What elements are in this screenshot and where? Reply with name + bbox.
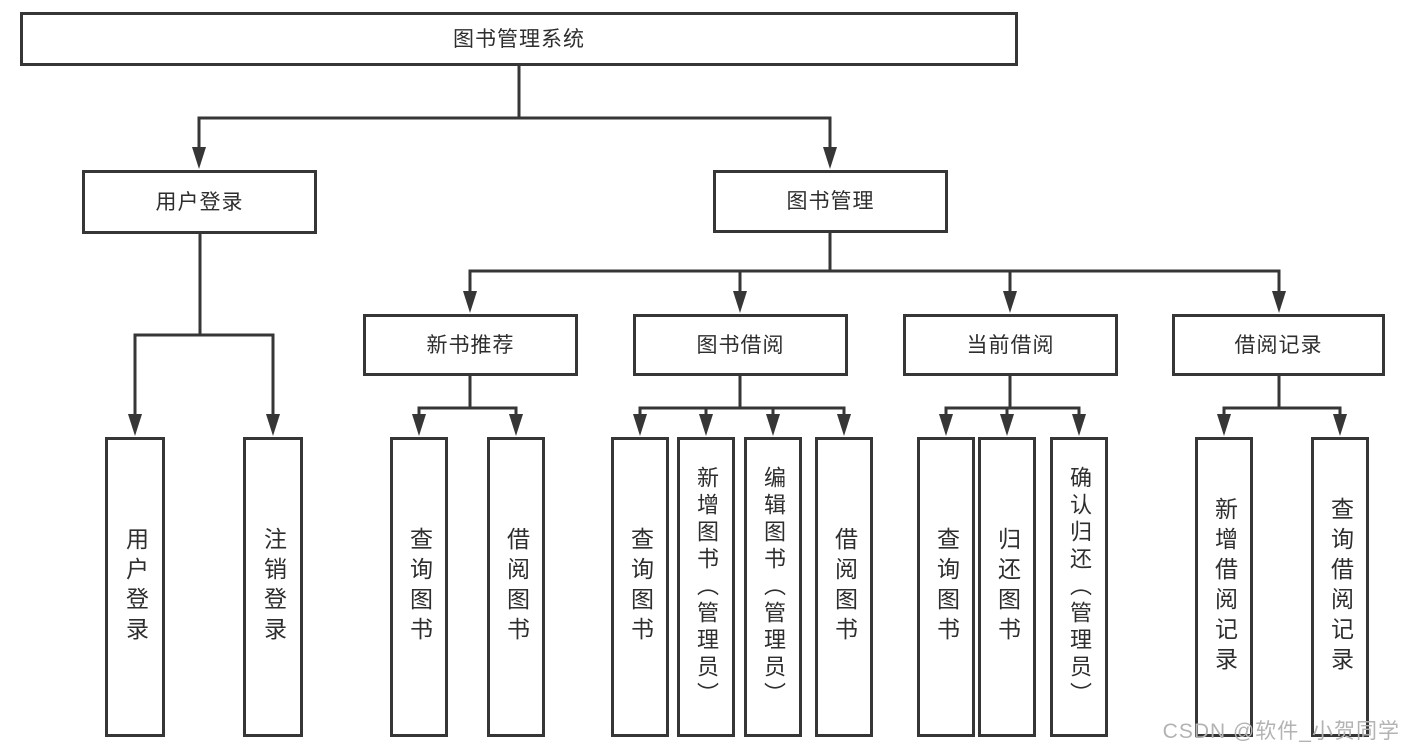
- node-leaf-bb-query-books-label: 查询图书: [627, 527, 654, 647]
- node-leaf-bb-edit-books-admin-label: 编辑图书（管理员）: [761, 465, 786, 709]
- node-leaf-cb-return-books-label: 归还图书: [994, 527, 1021, 647]
- csdn-watermark: CSDN @软件_小贺同学: [1162, 720, 1400, 743]
- node-leaf-bb-edit-books-admin: 编辑图书（管理员）: [744, 437, 802, 737]
- node-user-login: 用户登录: [82, 170, 317, 234]
- node-leaf-br-add-record-label: 新增借阅记录: [1211, 497, 1238, 677]
- node-current-borrowing: 当前借阅: [903, 314, 1118, 376]
- node-leaf-user-login: 用户登录: [105, 437, 165, 737]
- node-leaf-rec-borrow-books: 借阅图书: [487, 437, 545, 737]
- node-borrowing-records: 借阅记录: [1172, 314, 1385, 376]
- node-book-borrowing-label: 图书借阅: [696, 333, 785, 357]
- node-leaf-rec-borrow-books-label: 借阅图书: [503, 527, 530, 647]
- node-root-label: 图书管理系统: [453, 27, 585, 51]
- connector-bookmgmt-to-level3: [468, 233, 1281, 294]
- node-leaf-cb-query-books-label: 查询图书: [933, 527, 960, 647]
- node-book-management: 图书管理: [713, 170, 948, 233]
- connector-records-to-leaves: [1222, 376, 1342, 418]
- node-leaf-br-add-record: 新增借阅记录: [1195, 437, 1253, 737]
- connector-recommend-to-leaves: [417, 376, 518, 418]
- node-leaf-rec-query-books: 查询图书: [390, 437, 448, 737]
- node-leaf-user-login-label: 用户登录: [122, 527, 149, 647]
- connector-bookborrow-to-leaves: [638, 376, 846, 418]
- node-leaf-cb-confirm-return-admin: 确认归还（管理员）: [1050, 437, 1108, 737]
- node-leaf-bb-add-books-admin-label: 新增图书（管理员）: [694, 465, 719, 709]
- node-leaf-logout-label: 注销登录: [260, 527, 287, 647]
- node-leaf-cb-query-books: 查询图书: [917, 437, 975, 737]
- node-user-login-label: 用户登录: [155, 190, 244, 214]
- node-leaf-br-query-record: 查询借阅记录: [1311, 437, 1369, 737]
- node-new-book-recommend-label: 新书推荐: [426, 333, 515, 357]
- node-leaf-cb-confirm-return-admin-label: 确认归还（管理员）: [1067, 465, 1092, 709]
- connector-userlogin-to-leaves: [133, 234, 275, 418]
- connector-root-to-level2: [197, 66, 832, 150]
- connector-currentborrow-to-leaves: [944, 376, 1081, 418]
- node-leaf-br-query-record-label: 查询借阅记录: [1327, 497, 1354, 677]
- node-leaf-cb-return-books: 归还图书: [978, 437, 1036, 737]
- node-leaf-bb-query-books: 查询图书: [611, 437, 669, 737]
- node-leaf-bb-borrow-books-label: 借阅图书: [831, 527, 858, 647]
- node-new-book-recommend: 新书推荐: [363, 314, 578, 376]
- node-current-borrowing-label: 当前借阅: [966, 333, 1055, 357]
- node-leaf-rec-query-books-label: 查询图书: [406, 527, 433, 647]
- node-root: 图书管理系统: [20, 12, 1018, 66]
- node-leaf-logout: 注销登录: [243, 437, 303, 737]
- node-book-borrowing: 图书借阅: [633, 314, 848, 376]
- node-leaf-bb-add-books-admin: 新增图书（管理员）: [677, 437, 735, 737]
- node-book-management-label: 图书管理: [786, 190, 875, 213]
- node-borrowing-records-label: 借阅记录: [1234, 333, 1323, 357]
- node-leaf-bb-borrow-books: 借阅图书: [815, 437, 873, 737]
